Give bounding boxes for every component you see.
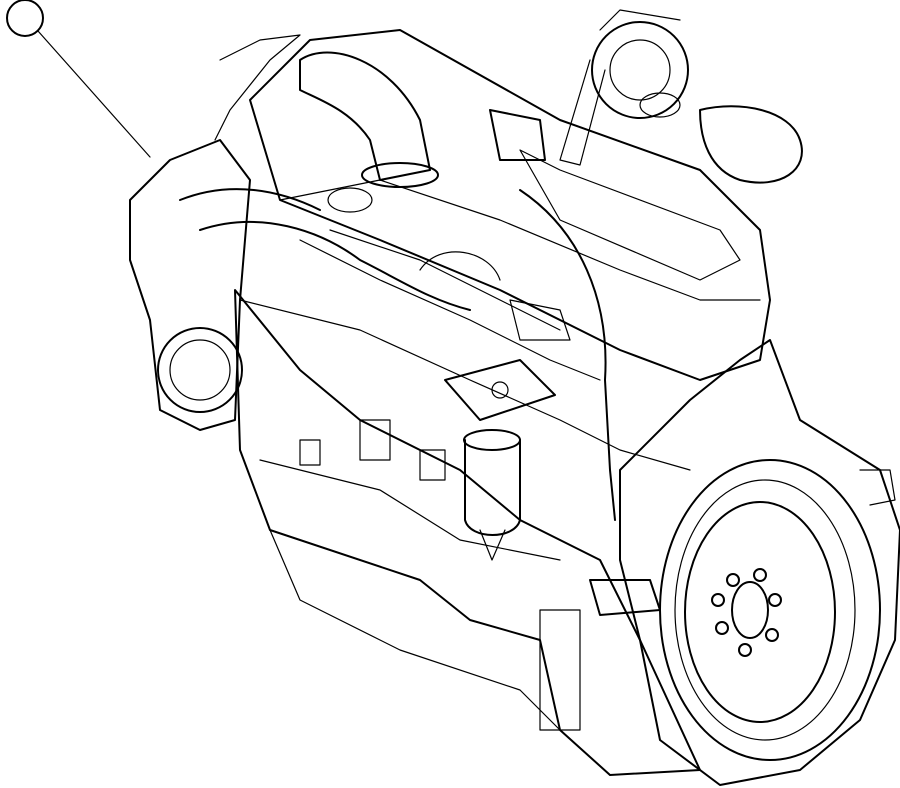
fuel-filter <box>444 359 556 561</box>
engine-block <box>234 289 701 776</box>
wiring-harness <box>179 188 616 521</box>
timing-cover <box>129 34 301 431</box>
cylinder-head <box>249 29 771 381</box>
flywheel-housing <box>589 339 900 786</box>
callout-leader-line <box>37 30 151 158</box>
callout <box>6 0 151 158</box>
turbocharger <box>559 9 803 184</box>
callout-circle <box>6 0 44 37</box>
